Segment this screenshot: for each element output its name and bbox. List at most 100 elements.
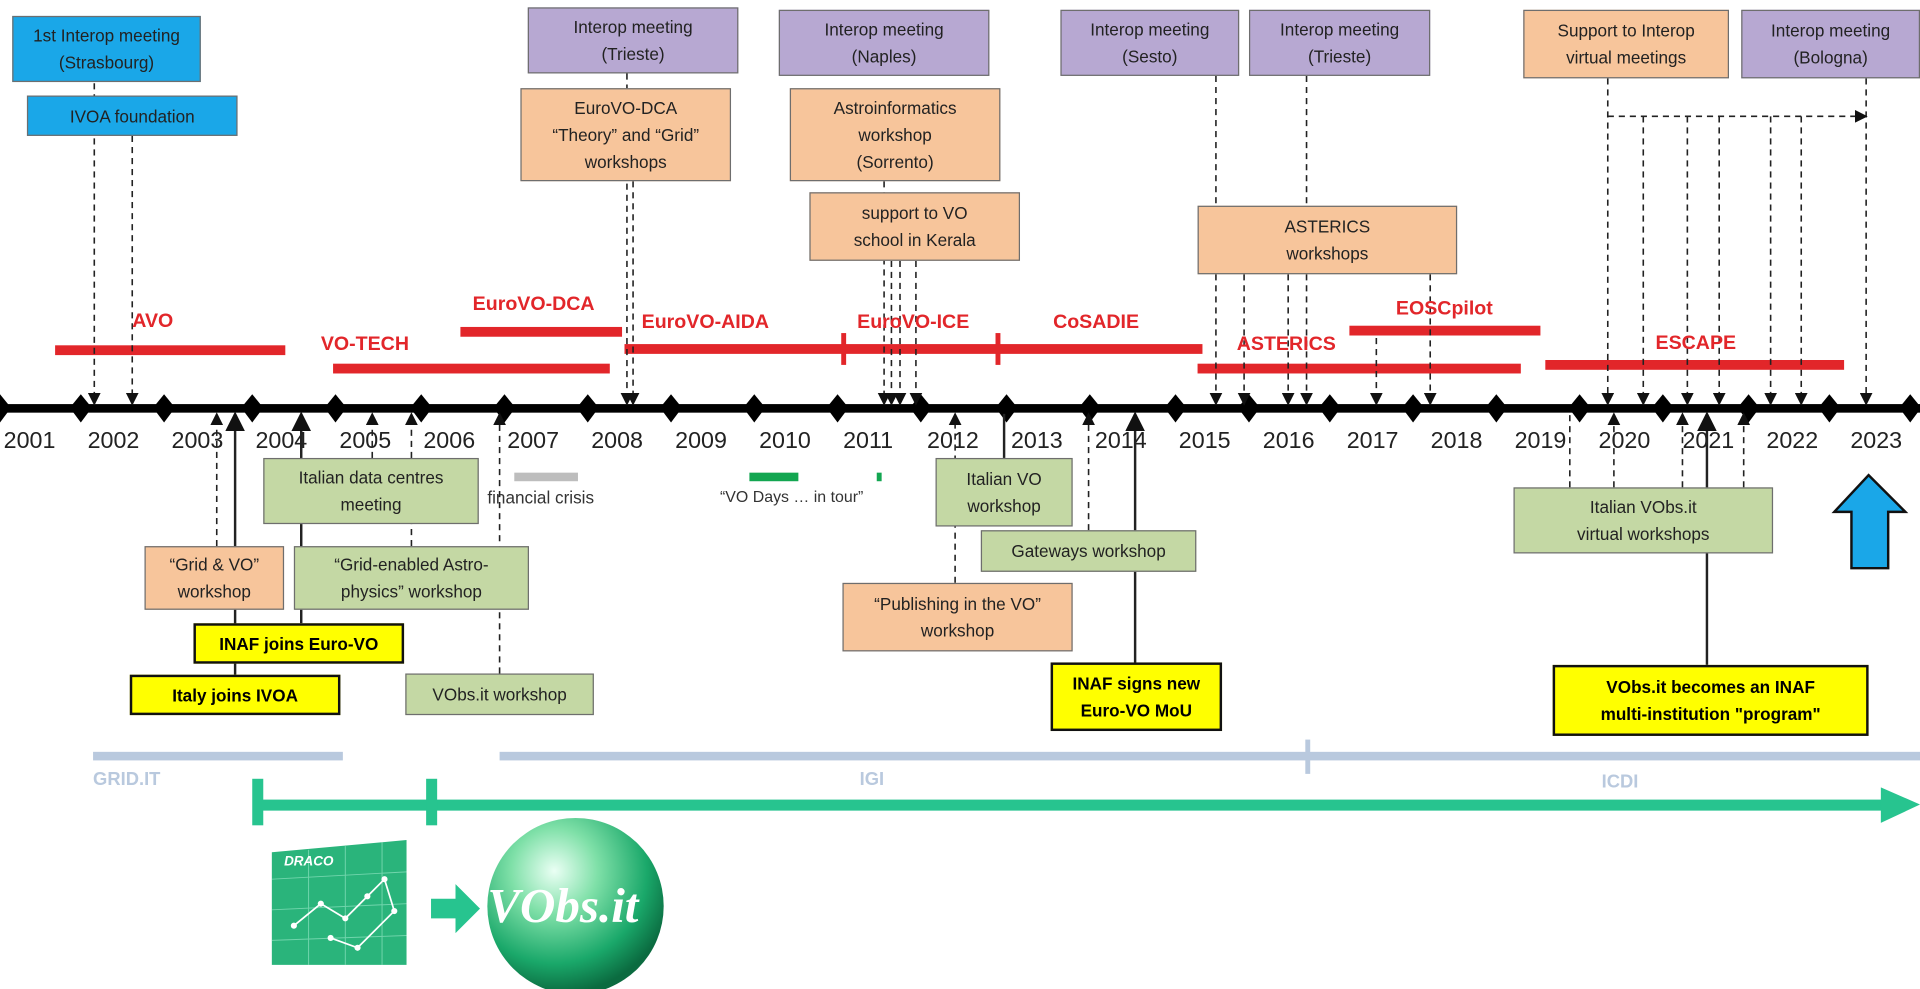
year-label-2018: 2018 bbox=[1430, 428, 1483, 455]
year-label-2003: 2003 bbox=[171, 428, 224, 455]
year-label-2021: 2021 bbox=[1682, 428, 1735, 455]
year-label-2006: 2006 bbox=[423, 428, 476, 455]
timeline-marker bbox=[995, 394, 1018, 423]
votech-label: VO-TECH bbox=[320, 334, 409, 356]
timeline-marker bbox=[1078, 394, 1101, 423]
teal-tick-2005 bbox=[426, 778, 438, 826]
italy-joins-ivoa-text: Italy joins IVOA bbox=[172, 685, 298, 705]
grid-it-label: GRID.IT bbox=[93, 768, 161, 790]
year-label-2005: 2005 bbox=[339, 428, 392, 455]
year-label-2010: 2010 bbox=[759, 428, 811, 455]
eurovo-dca-workshops-box: EuroVO-DCA “Theory” and “Grid” workshops bbox=[520, 88, 732, 182]
ivoa-foundation-box: IVOA foundation bbox=[26, 95, 238, 136]
timeline-marker bbox=[576, 394, 599, 423]
timeline-marker bbox=[1402, 394, 1425, 423]
eurovo-dca-label: EuroVO-DCA bbox=[472, 293, 595, 315]
interop-trieste-2008-box: Interop meeting (Trieste) bbox=[527, 7, 739, 74]
vo-days-tick bbox=[876, 472, 882, 482]
interop-sesto-box: Interop meeting (Sesto) bbox=[1060, 9, 1240, 76]
interop-strasbourg-box: 1st Interop meeting (Strasbourg) bbox=[12, 15, 201, 83]
ice-cosadie-divider bbox=[995, 333, 1001, 365]
asterics-workshops-box: ASTERICS workshops bbox=[1197, 205, 1458, 275]
asterics-workshops-text: ASTERICS workshops bbox=[1284, 216, 1371, 264]
italian-data-centres-text: Italian data centres meeting bbox=[298, 467, 444, 515]
timeline-marker bbox=[153, 394, 176, 423]
inaf-signs-mou-text: INAF signs new Euro-VO MoU bbox=[1072, 673, 1201, 721]
publishing-vo-text: “Publishing in the VO” workshop bbox=[874, 593, 1041, 641]
eurovo-aida-bar bbox=[624, 344, 845, 354]
vobs-workshop-box: VObs.it workshop bbox=[405, 673, 594, 716]
igi-label: IGI bbox=[859, 768, 885, 790]
support-interop-virtual-box: Support to Interop virtual meetings bbox=[1523, 9, 1729, 79]
timeline-marker bbox=[660, 394, 683, 423]
interop-trieste-2008-text: Interop meeting (Trieste) bbox=[573, 17, 693, 64]
teal-arrow-head bbox=[1880, 787, 1920, 823]
timeline-marker bbox=[1318, 394, 1341, 423]
timeline-marker bbox=[1568, 394, 1591, 423]
year-label-2004: 2004 bbox=[255, 428, 308, 455]
escape-label: ESCAPE bbox=[1655, 333, 1737, 354]
grid-enabled-astro-text: “Grid-enabled Astro- physics” workshop bbox=[334, 554, 489, 602]
year-label-2020: 2020 bbox=[1598, 428, 1651, 455]
timeline-marker bbox=[1651, 394, 1674, 423]
gateways-workshop-text: Gateways workshop bbox=[1011, 541, 1166, 561]
support-interop-virtual-text: Support to Interop virtual meetings bbox=[1557, 20, 1695, 68]
year-label-2016: 2016 bbox=[1262, 428, 1315, 455]
eurovo-ice-bar bbox=[844, 344, 1000, 354]
year-label-2008: 2008 bbox=[591, 428, 644, 455]
year-label-2001: 2001 bbox=[3, 428, 56, 455]
interop-trieste-2016-box: Interop meeting (Trieste) bbox=[1248, 9, 1431, 76]
year-label-2009: 2009 bbox=[675, 428, 727, 455]
gateways-workshop-box: Gateways workshop bbox=[980, 530, 1197, 572]
draco-logo bbox=[271, 840, 407, 965]
financial-crisis-label: financial crisis bbox=[487, 487, 595, 507]
vo-school-kerala-box: support to VO school in Kerala bbox=[809, 192, 1021, 261]
timeline-axis bbox=[0, 404, 1920, 413]
publishing-vo-box: “Publishing in the VO” workshop bbox=[842, 582, 1073, 652]
avo-label: AVO bbox=[132, 311, 174, 332]
interop-sesto-text: Interop meeting (Sesto) bbox=[1090, 19, 1210, 67]
italian-data-centres-box: Italian data centres meeting bbox=[263, 457, 479, 525]
italian-vo-workshop-text: Italian VO workshop bbox=[966, 468, 1042, 516]
year-label-2022: 2022 bbox=[1766, 428, 1819, 455]
asterics-label: ASTERICS bbox=[1236, 334, 1336, 356]
italy-joins-ivoa-box: Italy joins IVOA bbox=[129, 674, 341, 716]
interop-naples-text: Interop meeting (Naples) bbox=[824, 19, 944, 67]
year-label-2023: 2023 bbox=[1850, 428, 1903, 455]
teal-tick-start bbox=[252, 778, 264, 826]
ivoa-foundation-text: IVOA foundation bbox=[69, 105, 195, 126]
eurovo-aida-label: EuroVO-AIDA bbox=[641, 312, 769, 334]
vo-school-kerala-text: support to VO school in Kerala bbox=[853, 203, 976, 250]
italian-vobs-virtual-text: Italian VObs.it virtual workshops bbox=[1577, 497, 1710, 544]
italian-vobs-virtual-box: Italian VObs.it virtual workshops bbox=[1513, 487, 1774, 554]
year-label-2002: 2002 bbox=[87, 428, 140, 455]
timeline-marker bbox=[743, 394, 766, 423]
grid-vo-workshop-text: “Grid & VO” workshop bbox=[169, 554, 260, 602]
vobs-workshop-text: VObs.it workshop bbox=[432, 684, 567, 705]
cosadie-label: CoSADIE bbox=[1053, 312, 1140, 334]
icdi-bar bbox=[1307, 751, 1920, 761]
financial-crisis-bar bbox=[514, 472, 578, 482]
aida-ice-divider bbox=[841, 333, 847, 365]
timeline-marker bbox=[1818, 394, 1841, 423]
vo-days-label: “VO Days … in tour” bbox=[720, 487, 864, 506]
timeline-marker bbox=[1899, 394, 1920, 423]
cosadie-bar bbox=[999, 344, 1203, 354]
inaf-joins-eurovo-text: INAF joins Euro-VO bbox=[219, 633, 379, 654]
interop-bologna-text: Interop meeting (Bologna) bbox=[1771, 20, 1891, 68]
grid-it-bar bbox=[93, 751, 343, 761]
timeline-marker bbox=[324, 394, 347, 423]
timeline-marker bbox=[1485, 394, 1508, 423]
timeline-marker bbox=[69, 394, 92, 423]
vo-days-bar bbox=[749, 472, 799, 482]
timeline-marker bbox=[493, 394, 516, 423]
year-label-2017: 2017 bbox=[1346, 428, 1399, 455]
eurovo-dca-workshops-text: EuroVO-DCA “Theory” and “Grid” workshops bbox=[552, 97, 700, 172]
connectors bbox=[87, 73, 1873, 675]
interop-strasbourg-text: 1st Interop meeting (Strasbourg) bbox=[33, 25, 180, 73]
astroinformatics-text: Astroinformatics workshop (Sorrento) bbox=[833, 97, 957, 172]
interop-bologna-box: Interop meeting (Bologna) bbox=[1741, 9, 1920, 79]
vobs-program-text: VObs.it becomes an INAF multi-institutio… bbox=[1600, 677, 1821, 724]
